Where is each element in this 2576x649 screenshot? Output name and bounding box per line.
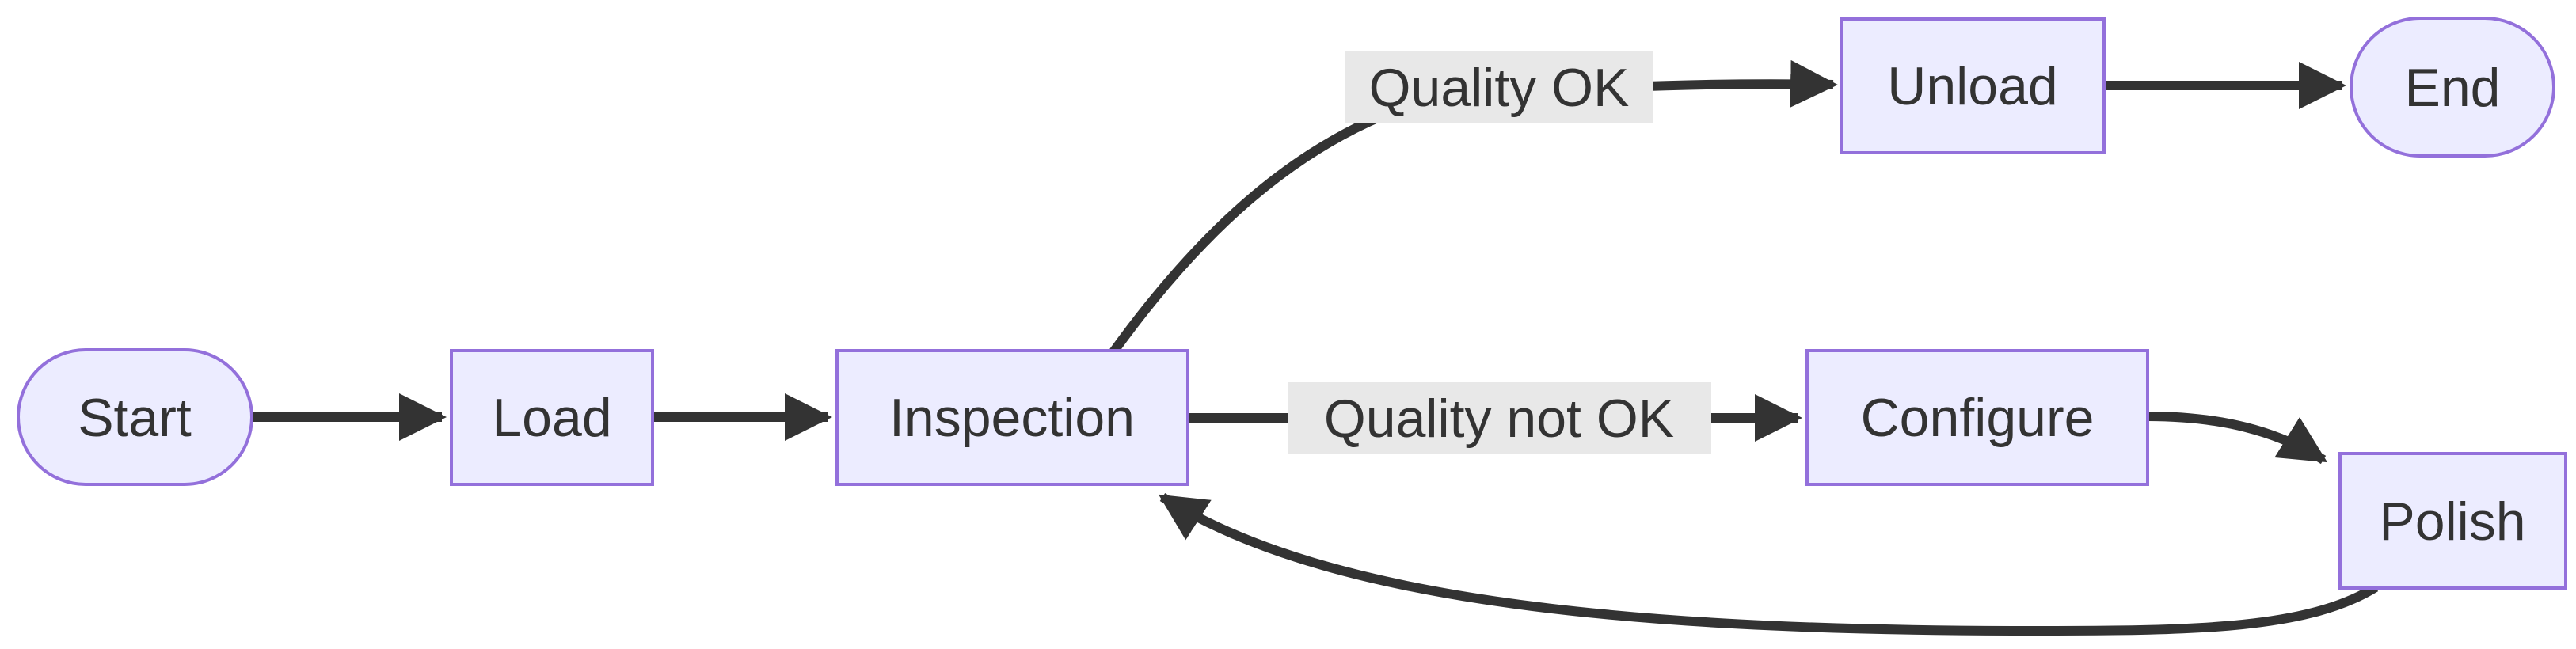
- edge-label-quality-not-ok-text: Quality not OK: [1324, 389, 1674, 449]
- node-start: Start: [17, 348, 253, 486]
- node-polish: Polish: [2338, 452, 2567, 590]
- edge-label-quality-not-ok-bg: [1288, 382, 1711, 454]
- edge-inspection-unload: [1109, 59, 1838, 356]
- edge-label-quality-ok-bg: [1345, 51, 1653, 123]
- node-unload-label: Unload: [1887, 56, 2058, 116]
- edge-polish-inspection: [1158, 492, 2379, 636]
- node-polish-label: Polish: [2379, 491, 2525, 552]
- node-configure-shape: [1805, 349, 2149, 486]
- node-polish-shape: [2338, 452, 2567, 590]
- edge-configure-polish: [2147, 412, 2328, 465]
- node-load: Load: [450, 349, 654, 486]
- node-load-shape: [450, 349, 654, 486]
- node-inspection-shape: [835, 349, 1189, 486]
- node-load-label: Load: [492, 388, 611, 448]
- node-unload: Unload: [1840, 17, 2106, 154]
- node-inspection: Inspection: [835, 349, 1189, 486]
- edge-label-quality-ok-text: Quality OK: [1369, 58, 1630, 118]
- node-inspection-label: Inspection: [889, 388, 1135, 448]
- nodes: Start Load Inspection Unload End Configu: [17, 17, 2567, 590]
- edge-label-quality-ok: Quality OK: [1345, 51, 1653, 123]
- node-start-shape: [17, 348, 253, 486]
- node-configure-label: Configure: [1861, 388, 2095, 448]
- node-end-shape: [2350, 17, 2555, 158]
- node-configure: Configure: [1805, 349, 2149, 486]
- edge-labels: Quality OK Quality not OK: [1288, 51, 1711, 454]
- node-end: End: [2350, 17, 2555, 158]
- node-start-label: Start: [78, 388, 192, 448]
- node-unload-shape: [1840, 17, 2106, 154]
- edge-label-quality-not-ok: Quality not OK: [1288, 382, 1711, 454]
- node-end-label: End: [2405, 58, 2501, 118]
